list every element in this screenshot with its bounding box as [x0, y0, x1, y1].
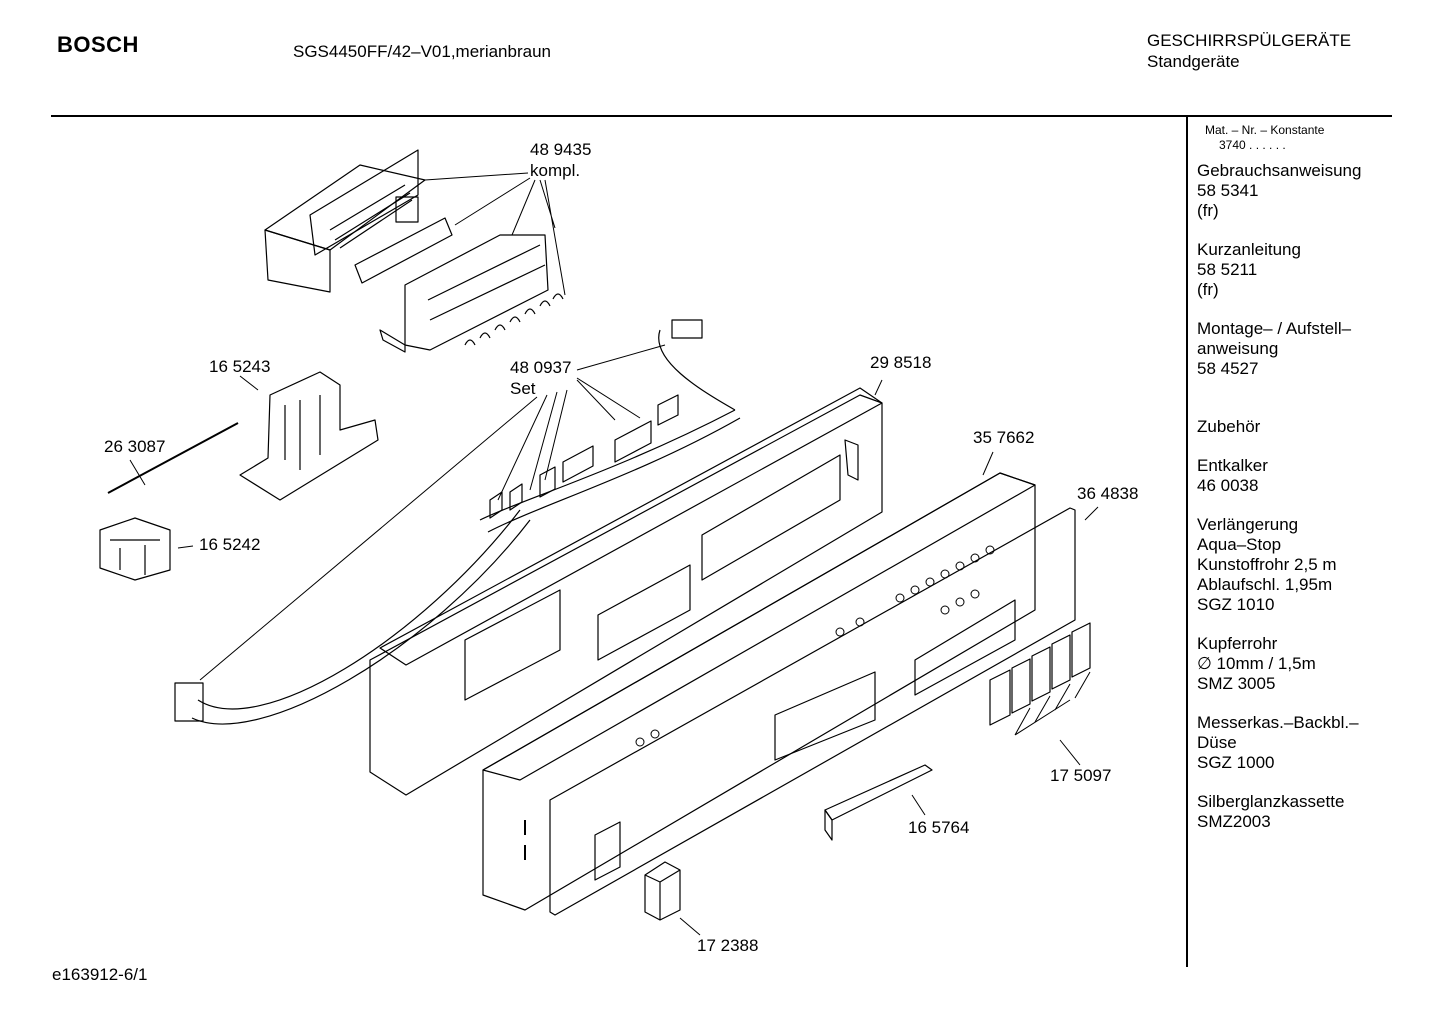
- drawing-reference: e163912-6/1: [52, 965, 148, 984]
- leader-lines-480937: [199, 344, 666, 681]
- accessory-sidebar: Mat. – Nr. – Konstante 3740 . . . . . . …: [1197, 123, 1387, 832]
- sidebar-entry-verlaengerung: Verlängerung Aqua–Stop Kunstoffrohr 2,5 …: [1197, 515, 1387, 615]
- leader-lines-489435: [424, 172, 566, 296]
- entry-line: 58 5341: [1197, 181, 1259, 200]
- leader-line-298518: [874, 379, 883, 396]
- sidebar-entry-gebrauchsanweisung: Gebrauchsanweisung 58 5341 (fr): [1197, 161, 1387, 221]
- sidebar-divider: [1186, 117, 1188, 967]
- part-label-357662: 35 7662: [973, 428, 1035, 447]
- part-label-165764: 16 5764: [908, 818, 970, 837]
- entry-line: 46 0038: [1197, 476, 1259, 495]
- matnr-label: Mat. – Nr. – Konstante: [1205, 123, 1325, 137]
- category-block: GESCHIRRSPÜLGERÄTE Standgeräte: [1147, 30, 1351, 72]
- entry-line: Messerkas.–Backbl.–: [1197, 713, 1359, 732]
- part-label-263087: 26 3087: [104, 437, 166, 456]
- leader-line-172388: [679, 917, 701, 936]
- part-label-489435: 48 9435: [530, 140, 592, 159]
- entry-line: SMZ2003: [1197, 812, 1271, 831]
- part-label-172388: 17 2388: [697, 936, 759, 955]
- part-note-komplett: kompl.: [530, 161, 581, 180]
- sidebar-entry-entkalker: Entkalker 46 0038: [1197, 456, 1387, 496]
- leader-lines-switches: [129, 375, 259, 549]
- entry-line: Gebrauchsanweisung: [1197, 161, 1362, 180]
- leader-line-357662: [982, 451, 994, 476]
- part-label-364838: 36 4838: [1077, 484, 1139, 503]
- entry-line: Düse: [1197, 733, 1237, 752]
- matnr-value: 3740 . . . . . .: [1219, 138, 1286, 152]
- entry-line: Kurzanleitung: [1197, 240, 1301, 259]
- part-label-175097: 17 5097: [1050, 766, 1112, 785]
- sidebar-entry-kupferrohr: Kupferrohr ∅ 10mm / 1,5m SMZ 3005: [1197, 634, 1387, 694]
- sidebar-entry-silberglanz: Silberglanzkassette SMZ2003: [1197, 792, 1387, 832]
- cap-part: [644, 861, 681, 921]
- switch-bracket: [239, 371, 379, 501]
- leader-line-165764: [911, 794, 926, 816]
- part-label-165243: 16 5243: [209, 357, 271, 376]
- front-panel: [482, 472, 1036, 911]
- entry-line: Entkalker: [1197, 456, 1268, 475]
- entry-line: Kunstoffrohr 2,5 m: [1197, 555, 1337, 574]
- entry-line: Ablaufschl. 1,95m: [1197, 575, 1333, 594]
- entry-line: anweisung: [1197, 339, 1279, 358]
- entry-line: Zubehör: [1197, 417, 1261, 436]
- sidebar-entry-kurzanleitung: Kurzanleitung 58 5211 (fr): [1197, 240, 1387, 300]
- entry-line: ∅ 10mm / 1,5m: [1197, 654, 1316, 673]
- cable-harness: [174, 319, 741, 725]
- exploded-diagram: [99, 149, 1099, 936]
- switch-rod: [107, 422, 239, 494]
- entry-line: SGZ 1010: [1197, 595, 1275, 614]
- matnr-block: Mat. – Nr. – Konstante 3740 . . . . . .: [1205, 123, 1387, 153]
- entry-line: Montage– / Aufstell–: [1197, 319, 1352, 338]
- entry-line: (fr): [1197, 280, 1219, 299]
- entry-line: (fr): [1197, 201, 1219, 220]
- leader-line-364838: [1084, 506, 1099, 521]
- leader-lines-175097: [1014, 671, 1091, 766]
- entry-line: SGZ 1000: [1197, 753, 1275, 772]
- part-label-298518: 29 8518: [870, 353, 932, 372]
- sidebar-entry-montage: Montage– / Aufstell– anweisung 58 4527: [1197, 319, 1387, 379]
- brand-logo: BOSCH: [57, 32, 139, 57]
- switch-block: [99, 517, 171, 581]
- part-note-set: Set: [510, 379, 536, 398]
- entry-line: Kupferrohr: [1197, 634, 1278, 653]
- push-button-set: [989, 622, 1091, 726]
- category-subtitle: Standgeräte: [1147, 52, 1240, 71]
- category-title: GESCHIRRSPÜLGERÄTE: [1147, 31, 1352, 50]
- header-divider: [51, 115, 1392, 117]
- part-label-480937: 48 0937: [510, 358, 572, 377]
- decor-plate: [524, 507, 1076, 916]
- cover-strip: [824, 764, 933, 841]
- sidebar-entry-zubehoer: Zubehör: [1197, 417, 1387, 437]
- model-number: SGS4450FF/42–V01,merianbraun: [293, 42, 551, 61]
- sidebar-entry-messerkas: Messerkas.–Backbl.– Düse SGZ 1000: [1197, 713, 1387, 773]
- part-label-165242: 16 5242: [199, 535, 261, 554]
- entry-line: SMZ 3005: [1197, 674, 1276, 693]
- entry-line: Aqua–Stop: [1197, 535, 1282, 554]
- electronic-module: [264, 149, 564, 353]
- control-panel-frame: [369, 387, 883, 796]
- entry-line: 58 5211: [1197, 260, 1258, 279]
- entry-line: Verlängerung: [1197, 515, 1299, 534]
- entry-line: Silberglanzkassette: [1197, 792, 1345, 811]
- entry-line: 58 4527: [1197, 359, 1259, 378]
